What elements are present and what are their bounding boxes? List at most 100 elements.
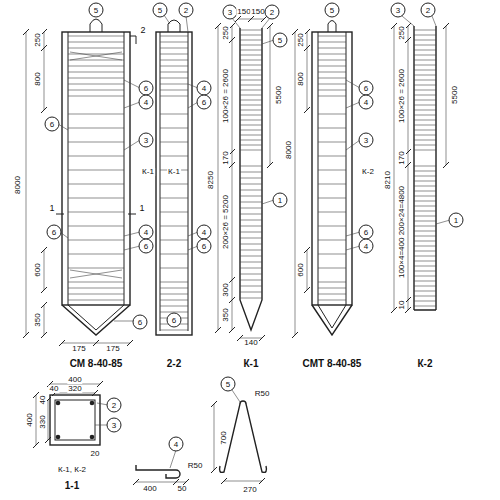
dimension-line bbox=[96, 343, 130, 344]
stirrup bbox=[414, 291, 436, 292]
stirrup bbox=[414, 95, 436, 96]
dimension-tick bbox=[41, 287, 47, 293]
bar-dots bbox=[56, 401, 95, 440]
dimension-text: 20 bbox=[90, 450, 101, 458]
stirrup bbox=[240, 214, 262, 215]
stirrup bbox=[414, 90, 436, 91]
stirrup bbox=[318, 156, 346, 157]
callout-number: 4 bbox=[359, 95, 374, 110]
dimension-tick bbox=[267, 162, 273, 168]
stirrup bbox=[414, 246, 436, 247]
callout-number: 4 bbox=[169, 437, 184, 452]
callout-number: 6 bbox=[133, 315, 148, 330]
dimension-line bbox=[224, 481, 262, 482]
stirrup bbox=[414, 30, 436, 31]
stirrup bbox=[318, 42, 346, 43]
stirrup bbox=[160, 42, 188, 43]
dimension-text: 100×4=400 200×24=4800 bbox=[398, 185, 406, 279]
stirrup bbox=[68, 170, 124, 171]
callout-number: 4 bbox=[359, 239, 374, 254]
stirrup bbox=[240, 90, 262, 91]
stirrup bbox=[414, 201, 436, 202]
stirrup bbox=[160, 128, 188, 129]
stirrup bbox=[240, 115, 262, 116]
callout-number: 5 bbox=[325, 3, 340, 18]
dimension-line bbox=[44, 305, 45, 335]
dimension-line bbox=[307, 250, 308, 290]
dimension-text: 140 bbox=[243, 339, 258, 347]
dimension-line bbox=[408, 152, 409, 165]
stirrup bbox=[240, 85, 262, 86]
dimension-tick bbox=[59, 340, 65, 346]
stirrup bbox=[414, 296, 436, 297]
longitudinal-bars bbox=[160, 32, 188, 331]
stirrup bbox=[68, 226, 124, 227]
dimension-tick bbox=[133, 479, 139, 485]
stirrup bbox=[414, 266, 436, 267]
stirrup bbox=[160, 78, 188, 79]
stirrup bbox=[240, 166, 262, 167]
stirrup bbox=[414, 241, 436, 242]
stirrup bbox=[414, 216, 436, 217]
dimension-text: 400 bbox=[67, 376, 82, 384]
stirrup bbox=[414, 85, 436, 86]
dimension-line bbox=[232, 152, 233, 165]
dimension-text: 350 bbox=[222, 307, 230, 322]
stirrup bbox=[414, 221, 436, 222]
stirrup bbox=[160, 48, 188, 49]
section-mark: 1 bbox=[138, 204, 145, 213]
dimension-text: 175 bbox=[105, 345, 120, 353]
dimension-line bbox=[36, 395, 37, 445]
dimension-tick bbox=[267, 23, 273, 29]
stirrup bbox=[160, 90, 188, 91]
stirrup bbox=[318, 294, 346, 295]
dimension-tick bbox=[259, 478, 265, 484]
stirrup bbox=[160, 198, 188, 199]
callout-number: 5 bbox=[153, 3, 168, 18]
stirrup bbox=[240, 40, 262, 41]
callout-number: 5 bbox=[221, 377, 236, 392]
dimension-line bbox=[62, 343, 96, 344]
dimension-text: 8250 bbox=[207, 170, 215, 190]
dimension-tick bbox=[304, 287, 310, 293]
stirrup bbox=[68, 66, 124, 67]
callout-number: 4 bbox=[197, 225, 212, 240]
stirrup bbox=[318, 114, 346, 115]
loop-bar bbox=[220, 401, 267, 472]
callout-number: 4 bbox=[197, 81, 212, 96]
callout-number: 4 bbox=[139, 225, 154, 240]
dimension-text: 250 bbox=[398, 25, 406, 40]
dimension-tick bbox=[304, 247, 310, 253]
dimension-text: 330 bbox=[39, 414, 47, 429]
stirrup bbox=[240, 100, 262, 101]
callout-number: 1 bbox=[273, 193, 288, 208]
stirrup bbox=[414, 45, 436, 46]
stirrup bbox=[414, 120, 436, 121]
stirrup bbox=[414, 65, 436, 66]
longitudinal-bars bbox=[318, 32, 346, 328]
stirrup bbox=[68, 96, 124, 97]
dimension-text: 600 bbox=[297, 262, 305, 277]
dimension-tick bbox=[127, 340, 133, 346]
stirrup bbox=[160, 142, 188, 143]
stirrup bbox=[160, 184, 188, 185]
stirrup bbox=[160, 226, 188, 227]
stirrup bbox=[240, 220, 262, 221]
stirrup bbox=[160, 66, 188, 67]
stirrup bbox=[160, 84, 188, 85]
stirrup bbox=[160, 36, 188, 37]
stirrup bbox=[160, 268, 188, 269]
dimension-text: 10 bbox=[398, 300, 406, 311]
stirrup bbox=[160, 300, 188, 301]
stirrup bbox=[160, 294, 188, 295]
stirrup bbox=[414, 70, 436, 71]
stirrup bbox=[318, 226, 346, 227]
stirrup bbox=[414, 236, 436, 237]
dimension-line bbox=[44, 250, 45, 290]
cage-bars bbox=[240, 28, 262, 330]
stirrup bbox=[240, 30, 262, 31]
stirrup bbox=[68, 48, 124, 49]
stirrup bbox=[68, 72, 124, 73]
dimension-text: 200×26 = 5200 bbox=[222, 194, 230, 250]
